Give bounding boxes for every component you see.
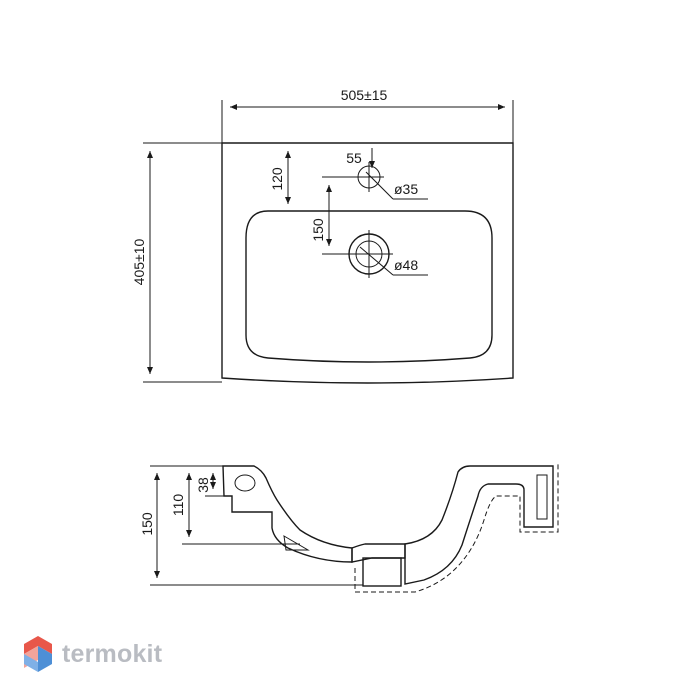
drain-diameter-label: ø48 (394, 257, 418, 273)
height-label: 405±10 (131, 238, 147, 285)
right-wall-section (404, 465, 554, 585)
drain-offset-label: 150 (310, 218, 326, 242)
drain-block (351, 543, 406, 563)
section-view: 150 110 38 (139, 462, 559, 593)
section-mid-label: 110 (170, 494, 186, 517)
base-section-left (283, 535, 310, 551)
drain-outlet (362, 557, 402, 587)
bowl-outline (245, 210, 493, 363)
basin-outline (221, 142, 514, 384)
cabinet-dashed-outline (354, 462, 559, 593)
tap-depth-label: 120 (269, 167, 285, 191)
width-label: 505±15 (341, 87, 388, 103)
brand-name: termokit (62, 639, 163, 668)
section-top-label: 38 (195, 477, 211, 493)
section-total-label: 150 (139, 512, 155, 536)
left-rim-section (222, 465, 353, 563)
brand-logo: termokit (22, 634, 162, 674)
termokit-logo-icon (24, 636, 52, 672)
right-slot (536, 474, 548, 520)
tap-offset-label: 55 (346, 150, 362, 166)
tap-diameter-label: ø35 (394, 181, 418, 197)
top-view: 505±15 405±10 120 150 55 ø35 ø48 (131, 87, 514, 384)
overflow-hole (234, 474, 256, 492)
